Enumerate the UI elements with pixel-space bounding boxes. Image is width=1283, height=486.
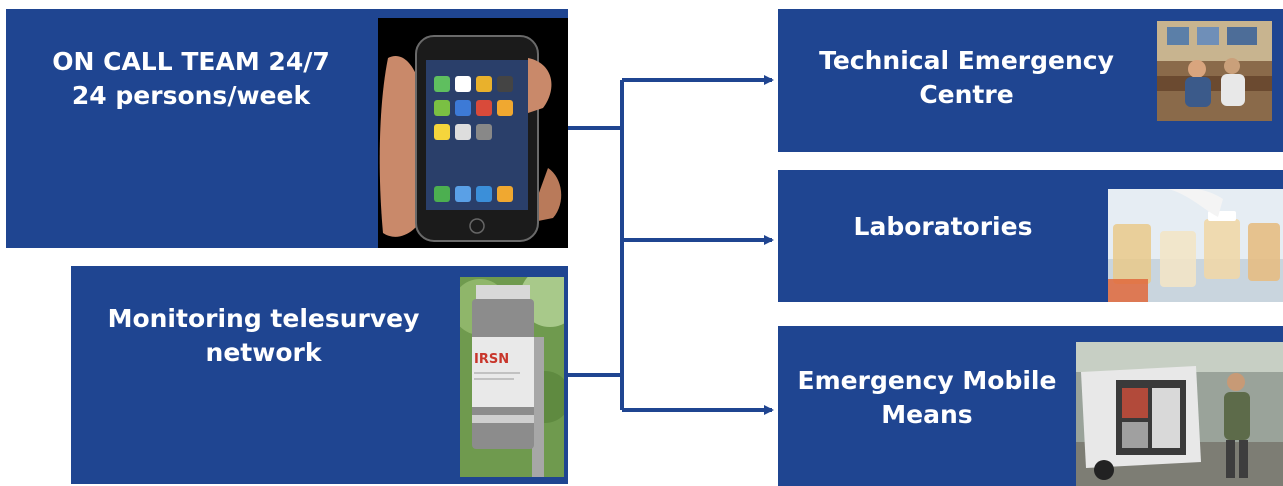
on-call-team-box: ON CALL TEAM 24/7 24 persons/week	[6, 9, 568, 248]
on-call-team-label: ON CALL TEAM 24/7 24 persons/week	[6, 45, 376, 113]
labs-label: Laboratories	[778, 210, 1108, 244]
laboratories-box: Laboratories	[778, 170, 1283, 302]
mobile-line-1: Emergency Mobile	[797, 366, 1057, 395]
monitoring-line-1: Monitoring telesurvey	[107, 304, 420, 333]
emergency-mobile-means-box: Emergency Mobile Means	[778, 326, 1283, 486]
mobile-lab-van-photo	[1076, 342, 1283, 486]
control-room-photo	[1157, 21, 1272, 121]
monitoring-line-2: network	[205, 338, 322, 367]
tec-line-1: Technical Emergency	[819, 46, 1114, 75]
technical-emergency-centre-box: Technical Emergency Centre	[778, 9, 1283, 152]
smartphone-photo	[378, 18, 568, 248]
monitoring-probe-photo: IRSN	[460, 277, 564, 477]
sample-vials-photo	[1108, 189, 1283, 302]
mobile-label: Emergency Mobile Means	[778, 364, 1076, 432]
tec-label: Technical Emergency Centre	[778, 44, 1155, 112]
labs-line-1: Laboratories	[853, 212, 1033, 241]
mobile-line-2: Means	[881, 400, 973, 429]
tec-line-2: Centre	[919, 80, 1014, 109]
probe-label: IRSN	[474, 352, 509, 367]
monitoring-network-box: Monitoring telesurvey network IRSN	[71, 266, 568, 484]
monitoring-label: Monitoring telesurvey network	[71, 302, 456, 370]
on-call-line-2: 24 persons/week	[71, 81, 311, 110]
on-call-line-1: ON CALL TEAM 24/7	[52, 47, 330, 76]
